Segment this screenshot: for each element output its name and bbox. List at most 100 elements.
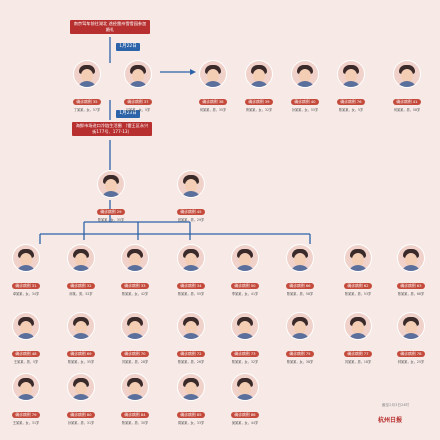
avatar bbox=[231, 244, 259, 272]
avatar bbox=[67, 244, 95, 272]
case-caption: 陈某某，女，5岁 bbox=[338, 108, 364, 112]
case-caption: 陈某某，男，53岁 bbox=[344, 292, 372, 296]
case-caption: 孙某某，男，31岁 bbox=[67, 421, 95, 425]
avatar bbox=[245, 60, 273, 88]
case-caption: 陈某某，女，32岁 bbox=[231, 360, 259, 364]
case-tag: 确诊病例 62 bbox=[344, 283, 372, 289]
case-tag: 确诊病例 69 bbox=[67, 351, 95, 357]
case-caption: 林某某，女，25岁 bbox=[397, 360, 425, 364]
case-tag: 确诊病例 72 bbox=[177, 351, 205, 357]
case-tag: 确诊病例 77 bbox=[344, 351, 372, 357]
case-tag: 确诊病例 76 bbox=[337, 99, 365, 105]
avatar bbox=[231, 312, 259, 340]
case-tag: 确诊病例 79 bbox=[12, 412, 40, 418]
avatar bbox=[397, 244, 425, 272]
case-caption: 陈某某，男，30岁 bbox=[121, 421, 149, 425]
case-caption: 李某某，女，41岁 bbox=[231, 292, 259, 296]
case-node: 确诊病例 79 王某某，女，31岁 bbox=[3, 373, 49, 425]
case-tag: 确诊病例 32 bbox=[67, 283, 95, 289]
case-tag: 确诊病例 29 bbox=[97, 209, 125, 215]
case-node: 确诊病例 84 陈某某，男，30岁 bbox=[112, 373, 158, 425]
case-caption: 陈某某，男，68岁 bbox=[397, 292, 425, 296]
avatar bbox=[12, 312, 40, 340]
case-caption: 王某某，女，31岁 bbox=[12, 421, 40, 425]
case-caption: 陈某某，男，26岁 bbox=[177, 360, 205, 364]
avatar bbox=[121, 312, 149, 340]
case-tag: 确诊病例 75 bbox=[286, 351, 314, 357]
case-tag: 确诊病例 63 bbox=[397, 283, 425, 289]
case-node: 确诊病例 63 陈某某，男，68岁 bbox=[388, 244, 434, 296]
case-tag: 确诊病例 37 bbox=[124, 99, 152, 105]
case-tag: 确诊病例 33 bbox=[121, 283, 149, 289]
avatar bbox=[337, 60, 365, 88]
case-caption: 陈某某，男，58岁 bbox=[286, 292, 314, 296]
case-caption: 陈某某，男，55岁 bbox=[177, 292, 205, 296]
case-tag: 确诊病例 85 bbox=[177, 412, 205, 418]
avatar bbox=[177, 312, 205, 340]
case-caption: 陈某某，女，38岁 bbox=[286, 360, 314, 364]
avatar bbox=[397, 312, 425, 340]
case-caption: 卓某某，女，34岁 bbox=[12, 292, 40, 296]
case-node: 确诊病例 33 陈某某，女，42岁 bbox=[112, 244, 158, 296]
case-tag: 确诊病例 45 bbox=[177, 209, 205, 215]
avatar bbox=[199, 60, 227, 88]
case-tag: 确诊病例 70 bbox=[121, 351, 149, 357]
case-node: 确诊病例 31 卓某某，女，34岁 bbox=[3, 244, 49, 296]
case-tag: 确诊病例 78 bbox=[397, 351, 425, 357]
avatar bbox=[73, 60, 101, 88]
case-node: 确诊病例 75 陈某某，女，38岁 bbox=[277, 312, 323, 364]
case-caption: 何某某，男，35岁 bbox=[199, 108, 227, 112]
case-tag: 确诊病例 80 bbox=[67, 412, 95, 418]
case-node: 确诊病例 32 邱某，男，52岁 bbox=[58, 244, 104, 296]
case-tag: 确诊病例 84 bbox=[121, 412, 149, 418]
avatar bbox=[67, 373, 95, 401]
case-node: 确诊病例 34 陈某某，男，55岁 bbox=[168, 244, 214, 296]
case-caption: 丁某某，女，57岁 bbox=[73, 108, 101, 112]
case-node: 确诊病例 66 陈某某，男，58岁 bbox=[277, 244, 323, 296]
avatar bbox=[177, 170, 205, 198]
case-tag: 确诊病例 31 bbox=[12, 283, 40, 289]
case-node: 确诊病例 35 丁某某，女，57岁 bbox=[64, 60, 110, 112]
footnote: 截至2月3日24时 bbox=[382, 403, 410, 407]
case-tag: 确诊病例 35 bbox=[73, 99, 101, 105]
avatar bbox=[12, 373, 40, 401]
case-caption: 张某某，男，29岁 bbox=[177, 218, 205, 222]
case-tag: 确诊病例 73 bbox=[231, 351, 259, 357]
avatar bbox=[121, 244, 149, 272]
case-caption: 刘某某，男，28岁 bbox=[121, 360, 149, 364]
case-tag: 确诊病例 34 bbox=[177, 283, 205, 289]
case-tag: 确诊病例 38 bbox=[199, 99, 227, 105]
case-caption: 吴某某，女，44岁 bbox=[231, 421, 259, 425]
case-node: 确诊病例 37 吕某某，女，5岁 bbox=[115, 60, 161, 112]
case-tag: 确诊病例 41 bbox=[393, 99, 421, 105]
banner-market: 海鲜市场进口冷链生活圈 （雷王区永兴街177号、177-13） bbox=[72, 122, 152, 136]
case-node: 确诊病例 48 王某某，男，5岁 bbox=[3, 312, 49, 364]
case-tag: 确诊病例 48 bbox=[12, 351, 40, 357]
case-node: 确诊病例 69 陈某某，女，35岁 bbox=[58, 312, 104, 364]
avatar bbox=[291, 60, 319, 88]
case-caption: 孙某某，女，55岁 bbox=[291, 108, 319, 112]
case-caption: 邱某，男，52岁 bbox=[69, 292, 93, 296]
case-node: 确诊病例 29 陈某某，女，35岁 bbox=[88, 170, 134, 222]
case-node: 确诊病例 40 孙某某，女，55岁 bbox=[282, 60, 328, 112]
date-label-1: 1月22日 bbox=[116, 43, 140, 51]
case-caption: 陈某某，女，35岁 bbox=[67, 360, 95, 364]
avatar bbox=[286, 244, 314, 272]
case-node: 确诊病例 77 刘某某，男，18岁 bbox=[335, 312, 381, 364]
case-tag: 确诊病例 50 bbox=[231, 283, 259, 289]
case-caption: 陈某某，女，42岁 bbox=[121, 292, 149, 296]
case-node: 确诊病例 85 周某某，女，33岁 bbox=[168, 373, 214, 425]
case-caption: 何某某，男，58岁 bbox=[393, 108, 421, 112]
case-caption: 吕某某，女，5岁 bbox=[125, 108, 151, 112]
case-node: 确诊病例 78 林某某，女，25岁 bbox=[388, 312, 434, 364]
case-tag: 确诊病例 40 bbox=[291, 99, 319, 105]
case-node: 确诊病例 41 何某某，男，58岁 bbox=[384, 60, 430, 112]
avatar bbox=[121, 373, 149, 401]
case-node: 确诊病例 45 张某某，男，29岁 bbox=[168, 170, 214, 222]
avatar bbox=[393, 60, 421, 88]
case-caption: 周某某，女，33岁 bbox=[177, 421, 205, 425]
case-caption: 刘某某，男，18岁 bbox=[344, 360, 372, 364]
avatar bbox=[177, 244, 205, 272]
case-node: 确诊病例 80 孙某某，男，31岁 bbox=[58, 373, 104, 425]
